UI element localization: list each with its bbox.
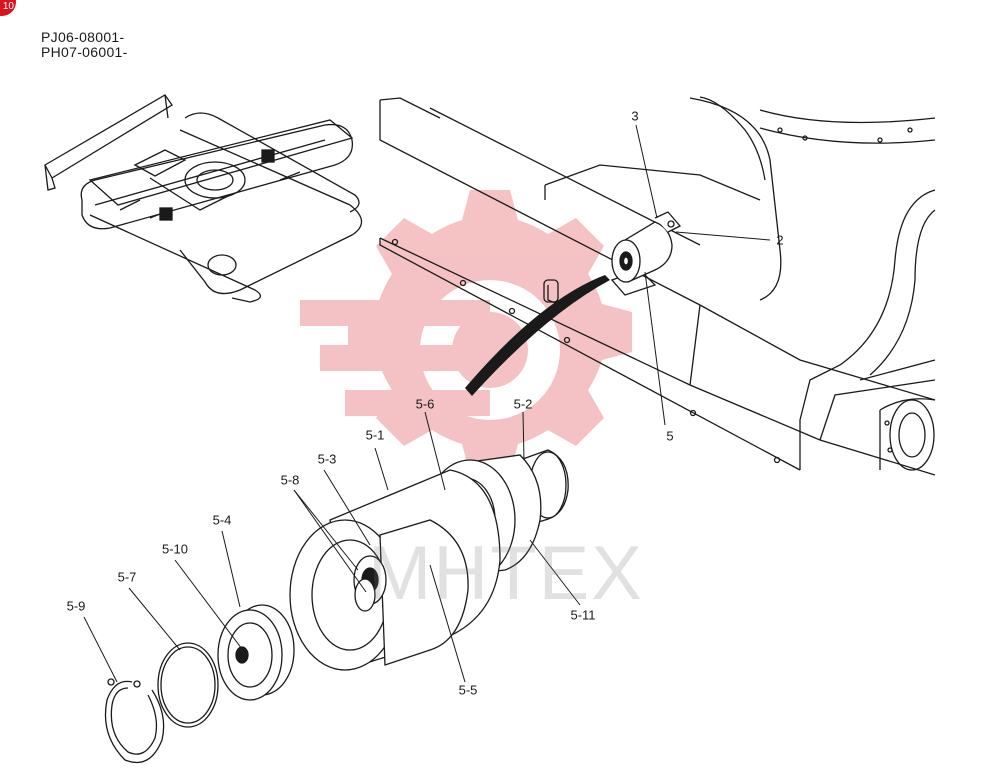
undercarriage-overview bbox=[44, 94, 363, 303]
watermark-text: MHTEX bbox=[368, 531, 644, 616]
callout-2: 2 bbox=[776, 232, 784, 248]
callout-5-4: 5-4 bbox=[212, 512, 232, 528]
callout-5-6: 5-6 bbox=[415, 396, 435, 412]
installed-idler-roller bbox=[611, 211, 682, 283]
callout-5: 5 bbox=[666, 428, 674, 444]
hub-5-5 bbox=[379, 519, 469, 666]
callout-5-2: 5-2 bbox=[513, 396, 533, 412]
watermark-gear-logo bbox=[300, 190, 632, 474]
callout-5-8: 5-8 bbox=[280, 472, 300, 488]
snap-ring-5-7 bbox=[157, 642, 219, 728]
retaining-ring-5-9 bbox=[104, 678, 165, 764]
callout-5-7: 5-7 bbox=[117, 569, 137, 585]
callout-5-11: 5-11 bbox=[570, 607, 596, 623]
assembly-arrow bbox=[465, 275, 610, 396]
end-cap-5-4 bbox=[217, 604, 295, 701]
idler-exploded-parts bbox=[104, 449, 569, 764]
serial-range: PJ06-08001- PH07-06001- bbox=[41, 30, 128, 60]
callout-5-5: 5-5 bbox=[458, 682, 478, 698]
leader-lines bbox=[83, 124, 771, 683]
callout-5-9: 5-9 bbox=[66, 598, 86, 614]
callout-5-1: 5-1 bbox=[365, 427, 385, 443]
serial-line-2: PH07-06001- bbox=[41, 44, 128, 60]
callout-5-3: 5-3 bbox=[317, 451, 337, 467]
serial-line-1: PJ06-08001- bbox=[41, 29, 125, 45]
callout-3: 3 bbox=[631, 108, 639, 124]
callout-5-10: 5-10 bbox=[161, 541, 189, 557]
page-badge: 10 bbox=[0, 0, 16, 16]
